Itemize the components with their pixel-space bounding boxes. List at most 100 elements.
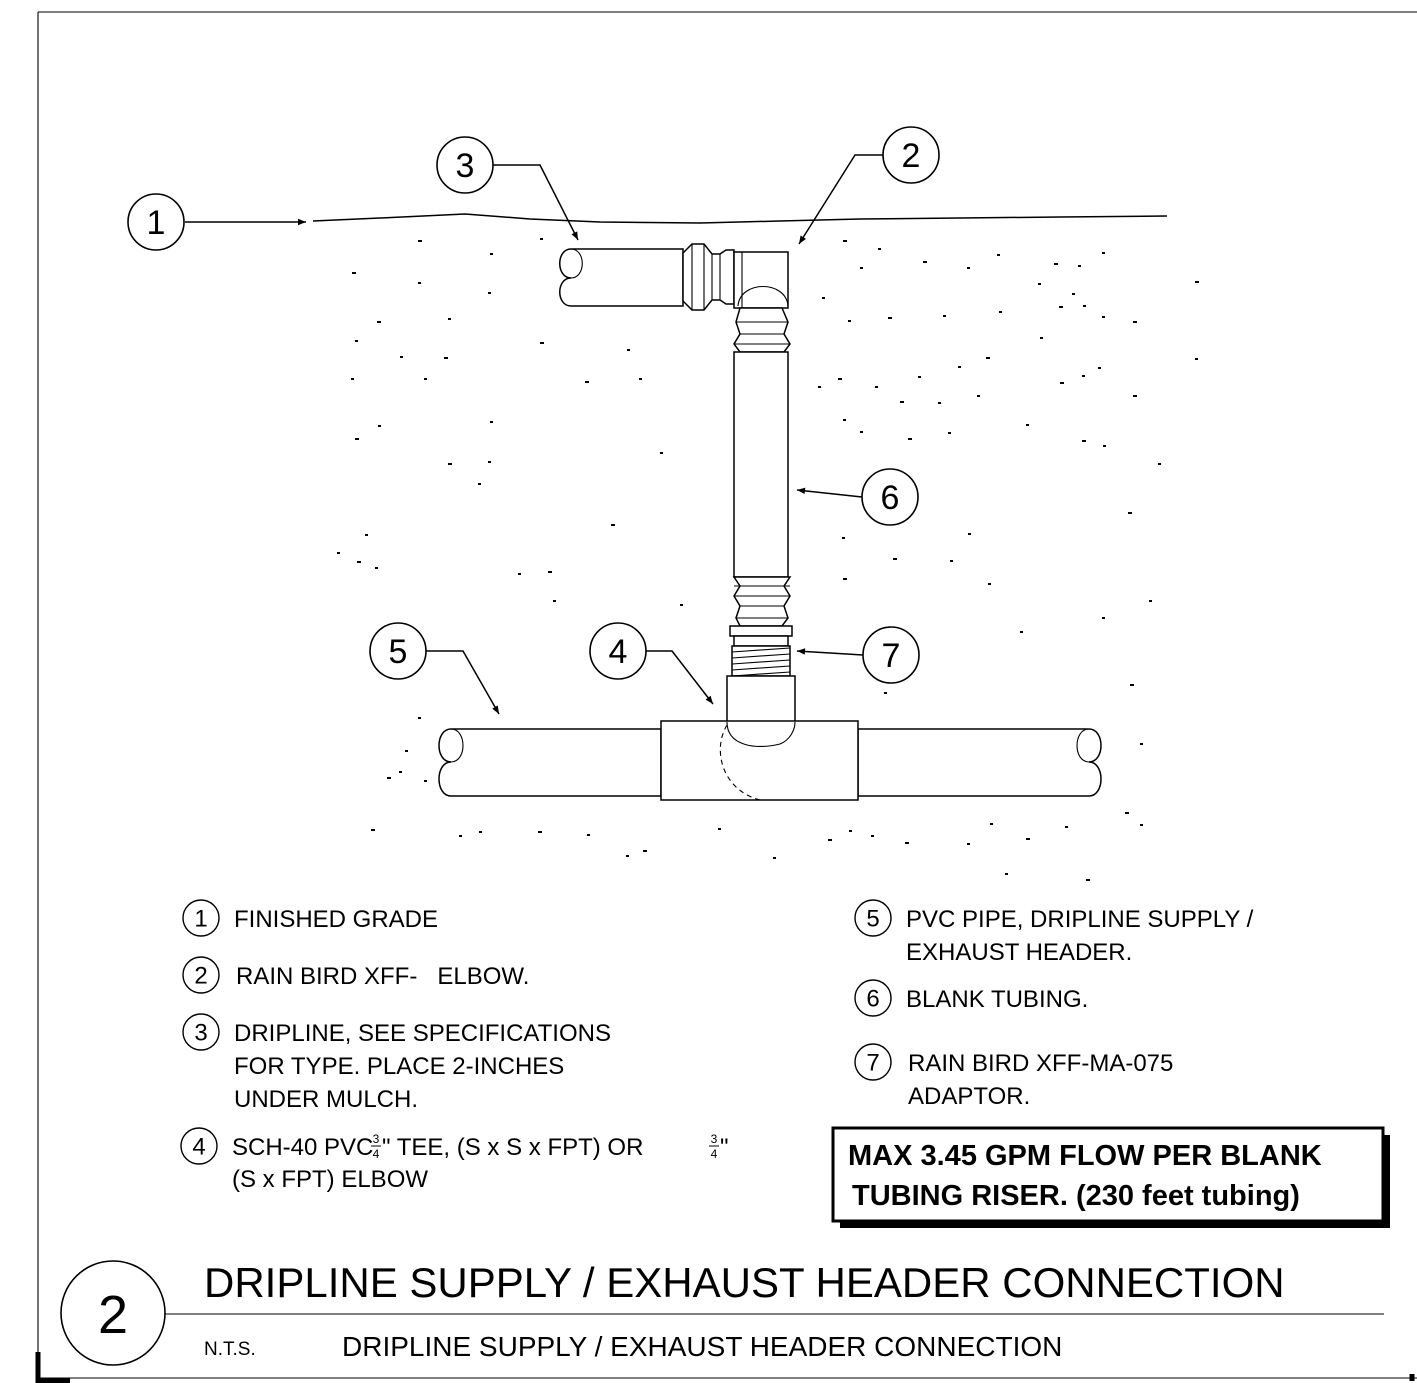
svg-text:(S x FPT) ELBOW: (S x FPT) ELBOW bbox=[232, 1166, 428, 1193]
svg-text:BLANK TUBING.: BLANK TUBING. bbox=[906, 986, 1088, 1013]
svg-text:ADAPTOR.: ADAPTOR. bbox=[908, 1083, 1030, 1110]
soil-speck bbox=[828, 839, 832, 841]
svg-text:7: 7 bbox=[882, 637, 901, 675]
svg-text:3: 3 bbox=[373, 1132, 380, 1146]
soil-speck bbox=[997, 254, 1000, 256]
soil-speck bbox=[908, 438, 912, 440]
finished-grade-line bbox=[312, 213, 1168, 224]
soil-speck bbox=[986, 357, 990, 359]
callout-5: 5 bbox=[369, 622, 427, 680]
soil-speck bbox=[418, 282, 421, 284]
svg-text:SCH-40 PVC: SCH-40 PVC bbox=[232, 1134, 373, 1161]
soil-speck bbox=[968, 533, 971, 535]
soil-speck bbox=[1054, 263, 1058, 265]
soil-speck bbox=[871, 835, 874, 837]
soil-speck bbox=[900, 401, 904, 403]
soil-speck bbox=[1060, 382, 1064, 384]
soil-speck bbox=[990, 823, 993, 825]
xff-ma-075-adaptor bbox=[729, 625, 793, 677]
callout-4: 4 bbox=[589, 622, 647, 680]
riser-lower-barb bbox=[732, 576, 792, 627]
soil-speck bbox=[387, 777, 391, 779]
soil-speck bbox=[357, 561, 361, 563]
soil-speck bbox=[1133, 395, 1137, 397]
svg-text:1: 1 bbox=[194, 906, 207, 933]
svg-text:2: 2 bbox=[194, 963, 207, 990]
note-6: 6 BLANK TUBING. bbox=[854, 979, 1088, 1017]
soil-speck bbox=[938, 402, 941, 404]
svg-text:UNDER MULCH.: UNDER MULCH. bbox=[234, 1086, 418, 1113]
leader-lines bbox=[185, 154, 883, 715]
soil-speck bbox=[905, 842, 909, 844]
soil-speck bbox=[1065, 826, 1068, 828]
soil-speck bbox=[488, 461, 491, 463]
svg-text:" TEE, (S x S x FPT) OR: " TEE, (S x S x FPT) OR bbox=[382, 1134, 643, 1161]
soil-speck bbox=[842, 537, 845, 539]
soil-speck bbox=[1038, 283, 1041, 285]
soil-speck bbox=[375, 567, 378, 569]
soil-speck bbox=[365, 534, 368, 536]
soil-speck bbox=[585, 381, 589, 383]
soil-speck bbox=[444, 357, 448, 359]
soil-speck bbox=[1082, 375, 1085, 377]
soil-speck bbox=[977, 395, 980, 397]
svg-text:6: 6 bbox=[881, 479, 900, 517]
svg-text:1: 1 bbox=[147, 204, 166, 242]
soil-speck bbox=[352, 272, 356, 274]
soil-speck bbox=[918, 376, 921, 378]
soil-speck bbox=[639, 378, 642, 380]
note-4: 4 SCH-40 PVC 3 4 " TEE, (S x S x FPT) OR… bbox=[180, 1127, 729, 1193]
svg-text:7: 7 bbox=[866, 1050, 879, 1077]
soil-speck bbox=[626, 855, 629, 857]
detail-title: DRIPLINE SUPPLY / EXHAUST HEADER CONNECT… bbox=[204, 1259, 1285, 1306]
tee-outlet bbox=[726, 675, 796, 723]
soil-speck bbox=[553, 600, 556, 602]
soil-speck bbox=[1102, 316, 1105, 318]
pvc-header-pipe bbox=[438, 728, 1102, 797]
soil-speck bbox=[843, 419, 846, 421]
soil-speck bbox=[773, 857, 776, 859]
soil-speck bbox=[355, 438, 359, 440]
soil-speck bbox=[1059, 306, 1063, 308]
soil-speck bbox=[627, 349, 630, 351]
soil-speck bbox=[1195, 281, 1199, 283]
soil-speck bbox=[1072, 293, 1075, 295]
soil-speck bbox=[660, 452, 663, 454]
soil-speck bbox=[878, 248, 881, 250]
soil-speck bbox=[1195, 358, 1198, 360]
svg-text:5: 5 bbox=[866, 906, 879, 933]
soil-speck bbox=[538, 831, 542, 833]
svg-text:FOR TYPE. PLACE 2-INCHES: FOR TYPE. PLACE 2-INCHES bbox=[234, 1053, 564, 1080]
title-block: 2 DRIPLINE SUPPLY / EXHAUST HEADER CONNE… bbox=[60, 1259, 1384, 1366]
note-2: 2 RAIN BIRD XFF- ELBOW. bbox=[182, 956, 529, 994]
soil-speck bbox=[1102, 252, 1105, 254]
soil-speck bbox=[351, 378, 354, 380]
callout-6: 6 bbox=[861, 468, 919, 526]
svg-text:5: 5 bbox=[389, 633, 408, 671]
callout-2: 2 bbox=[882, 126, 940, 184]
soil-speck bbox=[478, 483, 481, 485]
soil-speck bbox=[822, 297, 825, 299]
soil-speck bbox=[1040, 337, 1043, 339]
soil-speck bbox=[418, 717, 421, 719]
soil-speck bbox=[377, 321, 381, 323]
soil-speck bbox=[1130, 684, 1134, 686]
note-7: 7 RAIN BIRD XFF-MA-075 ADAPTOR. bbox=[854, 1043, 1173, 1110]
svg-text:DRIPLINE, SEE SPECIFICATIONS: DRIPLINE, SEE SPECIFICATIONS bbox=[234, 1020, 611, 1047]
soil-speck bbox=[643, 850, 647, 852]
soil-speck bbox=[1140, 743, 1143, 745]
svg-text:4: 4 bbox=[609, 633, 628, 671]
soil-speck bbox=[923, 261, 927, 263]
soil-stipple bbox=[337, 238, 1199, 881]
soil-speck bbox=[405, 750, 408, 752]
svg-text:MAX 3.45 GPM FLOW PER BLANK: MAX 3.45 GPM FLOW PER BLANK bbox=[848, 1140, 1322, 1172]
riser-upper-barb bbox=[733, 307, 791, 353]
scale-label: N.T.S. bbox=[204, 1339, 256, 1360]
note-1: 1 FINISHED GRADE bbox=[182, 899, 438, 937]
soil-speck bbox=[1128, 512, 1132, 514]
soil-speck bbox=[448, 463, 452, 465]
soil-speck bbox=[1098, 367, 1101, 369]
soil-speck bbox=[540, 238, 543, 240]
soil-speck bbox=[1020, 631, 1023, 633]
